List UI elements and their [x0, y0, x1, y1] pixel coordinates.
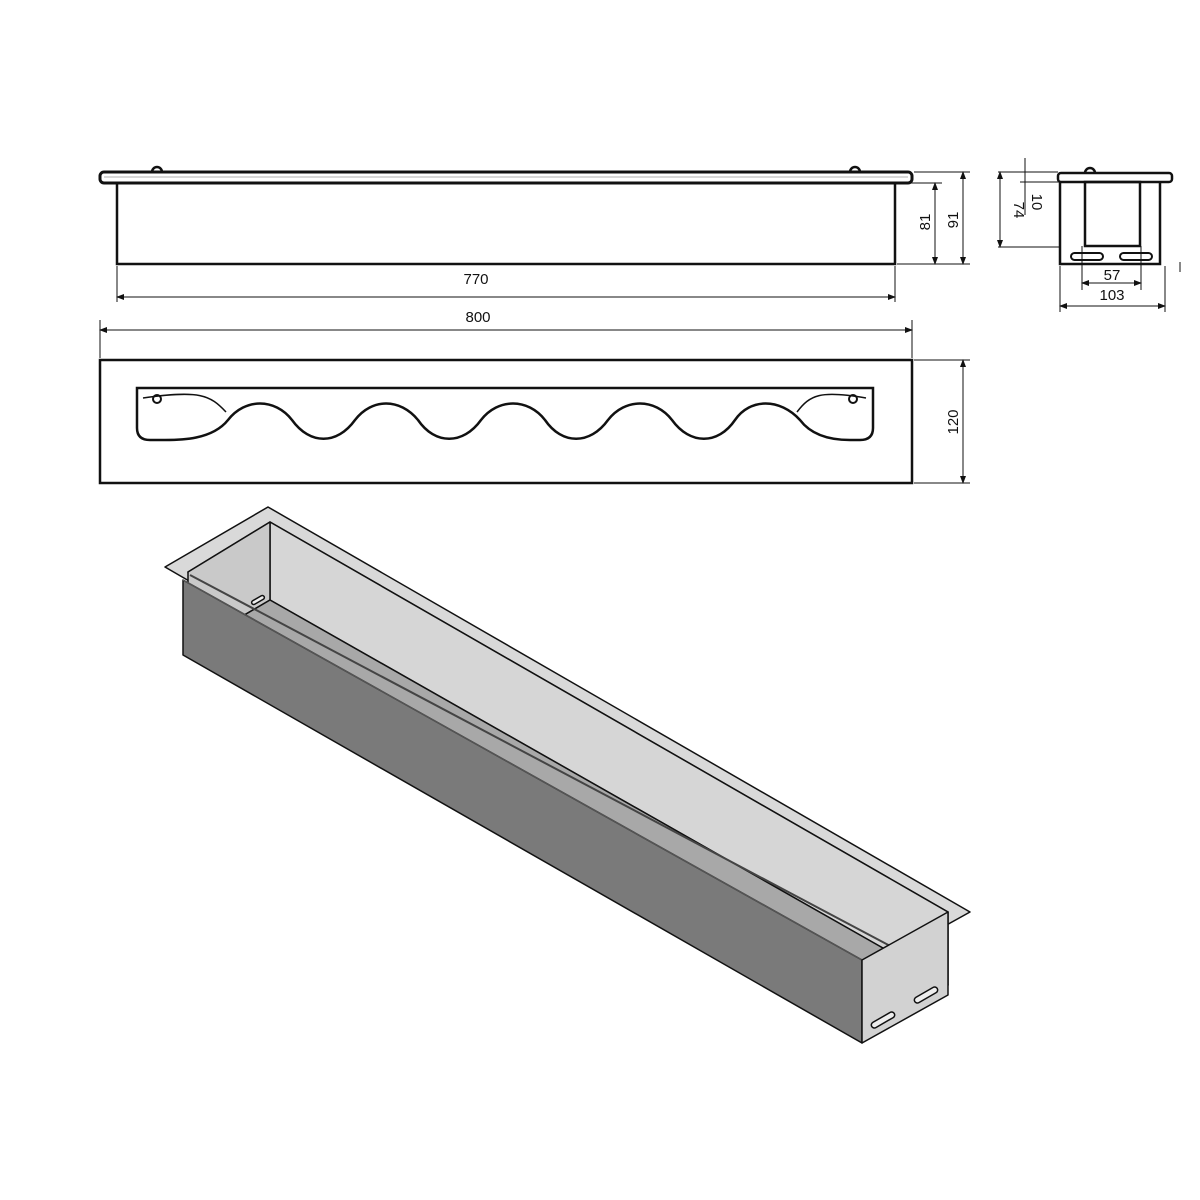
hole-left	[152, 394, 162, 404]
dim-770: 770	[463, 271, 488, 288]
dim-57: 57	[1104, 267, 1121, 284]
dim-91: 91	[945, 212, 962, 229]
isometric-view	[164, 506, 971, 1044]
dim-81: 81	[917, 214, 934, 231]
mount-lug-right	[848, 165, 862, 173]
dim-10: 10	[1028, 194, 1045, 211]
front-view: 770 81 91	[98, 165, 970, 302]
hole-right	[848, 394, 858, 404]
dim-74: 74	[1010, 202, 1027, 219]
dim-103: 103	[1099, 287, 1124, 304]
side-view: 74 10 57 103	[997, 158, 1181, 312]
top-view: 800 120	[98, 309, 970, 485]
mount-lug-left	[150, 165, 164, 173]
dim-800: 800	[465, 309, 490, 326]
burner-opening	[135, 386, 875, 442]
dim-120: 120	[945, 409, 962, 434]
